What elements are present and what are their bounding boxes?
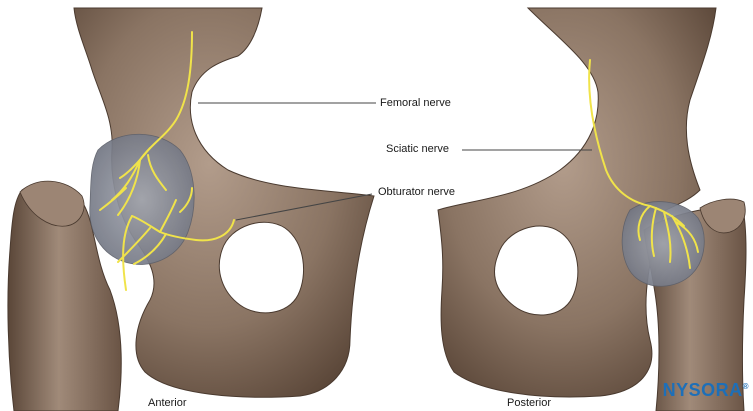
sciatic-nerve-label: Sciatic nerve [386,143,449,155]
posterior-view [438,8,746,411]
logo-text: NYSORA [663,380,743,400]
nysora-logo: NYSORA® [663,380,749,401]
anterior-joint-capsule [90,134,194,264]
femoral-nerve-label: Femoral nerve [380,97,451,109]
anterior-view-label: Anterior [148,397,187,409]
logo-registered-mark: ® [743,382,749,391]
posterior-joint-capsule [622,202,704,287]
anterior-view [8,8,374,411]
obturator-nerve-label: Obturator nerve [378,186,455,198]
posterior-view-label: Posterior [507,397,551,409]
